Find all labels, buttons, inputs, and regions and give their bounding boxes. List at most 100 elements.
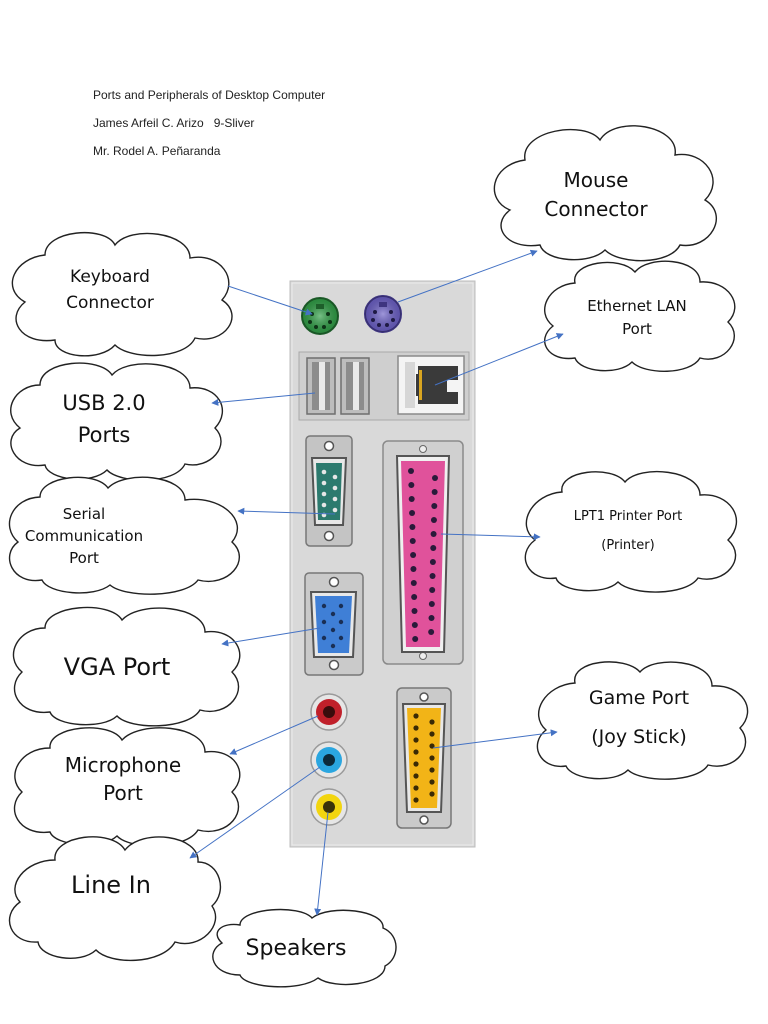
cloud-text-ethernet-1: Ethernet LAN [587,297,687,315]
cloud-speakers: Speakers [212,908,397,988]
cloud-lpt1-printer-port: LPT1 Printer Port (Printer) [524,470,738,593]
cloud-text-speakers: Speakers [246,936,347,961]
cloud-text-ethernet-2: Port [622,320,652,338]
game-pin [429,719,435,725]
cloud-text-game-1: Game Port [589,687,689,709]
author-line: James Arfeil C. Arizo 9-Sliver [93,116,255,130]
vga-pin [330,611,336,617]
cloud-text-keyboard-2: Connector [66,293,154,313]
vga-port [304,572,364,676]
vga-pin [338,603,344,609]
cloud-line-in: Line In [8,836,222,961]
cloud-game-port: Game Port (Joy Stick) [536,661,749,780]
lpt-pin [428,601,435,607]
lpt-pin [432,475,438,481]
game-pin [429,731,435,737]
game-pin [429,779,435,785]
cloud-keyboard-connector: Keyboard Connector [11,232,233,357]
cloud-text-mouse-2: Connector [544,197,648,221]
game-pin [429,767,435,773]
game-pin [413,761,419,767]
lpt-pin [410,580,417,586]
vga-pin [321,619,327,625]
lpt-pin [411,622,418,628]
cloud-serial-communication-port: Serial Communication Port [8,476,240,595]
serial-port [305,435,353,547]
cloud-text-serial-3: Port [69,549,99,567]
ps2-mouse-port [364,295,402,333]
lpt-pin [409,538,416,544]
lpt-pin [428,629,435,635]
cloud-text-line-in: Line In [71,871,151,899]
arrow-line-in [189,766,321,859]
vga-pin [338,635,344,641]
usb-port-1 [306,357,336,415]
lpt-pin [430,531,437,537]
vga-pin [330,627,336,633]
line-in-jack [310,741,348,779]
game-port [396,687,452,829]
lpt-pin [411,594,418,600]
teacher-line: Mr. Rodel A. Peñaranda [93,144,221,158]
cloud-text-game-2: (Joy Stick) [591,726,687,748]
lpt-pin [412,636,419,642]
lpt-pin [430,545,437,551]
cloud-text-keyboard-1: Keyboard [70,267,150,287]
lpt-pin [409,510,416,516]
lpt-pin [428,615,435,621]
game-pin [413,749,419,755]
microphone-jack [310,693,348,731]
lpt-pin [410,552,417,558]
cloud-text-mouse-1: Mouse [564,168,629,192]
vga-pin [338,619,344,625]
lpt-pin [429,573,436,579]
cloud-text-usb-2: Ports [78,423,131,447]
arrow-speakers [314,811,329,916]
speakers-jack [310,788,348,826]
cloud-text-microphone-1: Microphone [65,753,181,777]
game-pin [413,785,419,791]
cloud-text-vga: VGA Port [64,653,171,681]
lpt-pin [409,524,416,530]
vga-pin [321,635,327,641]
game-pin [413,737,419,743]
arrow-keyboard [227,285,313,316]
game-pin [413,725,419,731]
cloud-text-microphone-2: Port [103,781,143,805]
lpt-pin [431,489,438,495]
vga-pin [321,603,327,609]
arrow-mouse [397,249,538,303]
lpt-pin [408,482,415,488]
lpt-pin [430,517,437,523]
vga-pin [330,643,336,649]
cloud-text-serial-1: Serial [63,505,105,523]
cloud-text-lpt-2: (Printer) [601,538,654,553]
cloud-vga-port: VGA Port [12,606,241,727]
cloud-microphone-port: Microphone Port [13,727,241,847]
ps2-keyboard-port [301,297,339,335]
cloud-text-serial-2: Communication [25,527,143,545]
arrow-lpt [440,533,541,541]
cloud-ethernet-lan-port: Ethernet LAN Port [544,260,736,372]
ethernet-port [397,355,465,415]
usb-port-2 [340,357,370,415]
cloud-usb-ports: USB 2.0 Ports [10,362,224,481]
game-pin [429,743,435,749]
cloud-text-usb-1: USB 2.0 [62,391,145,415]
arrow-game [432,729,558,749]
game-pin [413,773,419,779]
lpt-pin [408,496,415,502]
parallel-printer-port [382,440,464,665]
arrow-vga [221,627,321,647]
cloud-text-lpt-1: LPT1 Printer Port [574,509,683,524]
lpt-pin [429,587,436,593]
lpt-pin [410,566,417,572]
game-pin [413,713,419,719]
arrow-serial [237,507,336,515]
lpt-pin [411,608,418,614]
lpt-pin [431,503,438,509]
game-pin [413,797,419,803]
cloud-mouse-connector: Mouse Connector [493,125,717,262]
lpt-pin [408,468,414,474]
